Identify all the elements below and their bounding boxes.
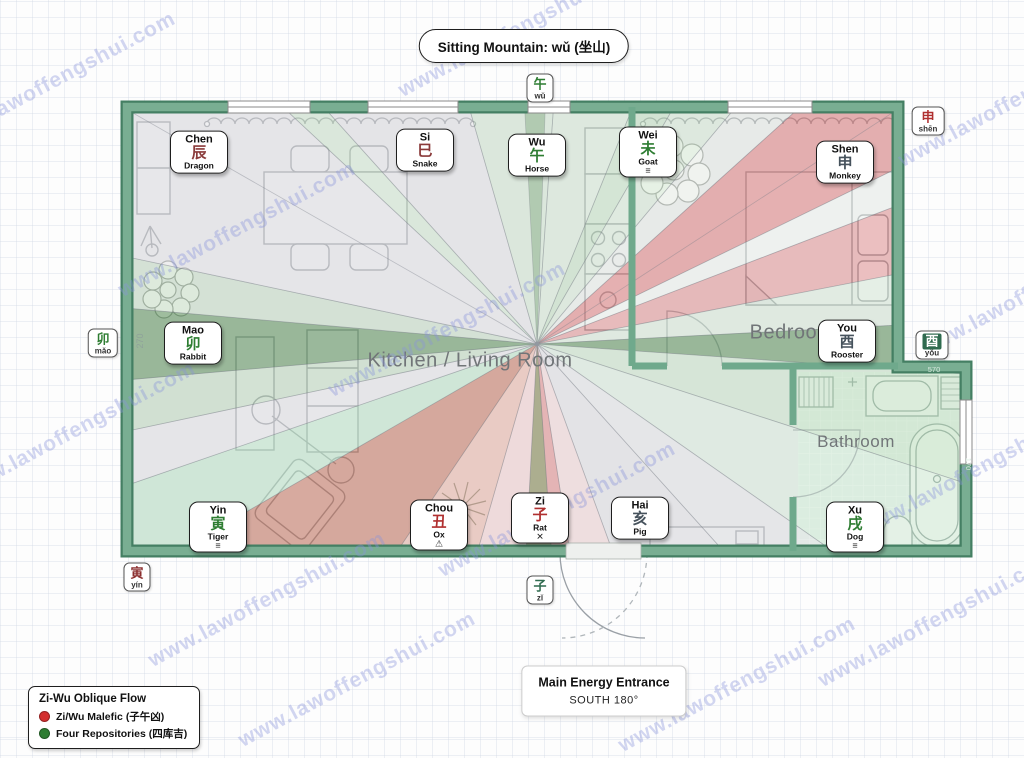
energy-sector xyxy=(536,113,770,345)
dimension-labels: 270 570 170 xyxy=(135,333,973,470)
entrance-door-swing-alt xyxy=(561,552,648,639)
energy-sector xyxy=(536,113,848,345)
energy-sector xyxy=(536,121,960,345)
green-dot-icon xyxy=(39,728,50,739)
red-dot-icon xyxy=(39,711,50,722)
entrance-opening xyxy=(565,542,642,560)
dimension-label: 570 xyxy=(928,365,941,374)
energy-sector xyxy=(133,113,538,345)
sitting-mountain-title: Sitting Mountain: wǔ (坐山) xyxy=(418,29,630,63)
legend: Zi-Wu Oblique Flow Zi/Wu Malefic (子午凶) F… xyxy=(28,686,201,749)
toilet xyxy=(883,515,913,549)
energy-sector xyxy=(133,343,538,545)
center-point xyxy=(534,341,540,347)
energy-sector xyxy=(133,343,538,474)
entrance-direction: SOUTH 180° xyxy=(569,694,639,707)
legend-title: Zi-Wu Oblique Flow xyxy=(39,693,147,705)
energy-sector xyxy=(133,113,538,345)
energy-sector xyxy=(536,343,960,545)
energy-sector xyxy=(133,343,538,545)
floorplan-drawing: 270 570 170 xyxy=(120,100,973,639)
energy-sector xyxy=(133,214,538,345)
energy-sector xyxy=(536,343,960,537)
energy-sector xyxy=(536,113,960,345)
windows xyxy=(227,100,973,465)
plant xyxy=(142,260,200,319)
main-energy-entrance: Main Energy Entrance SOUTH 180° xyxy=(521,665,687,717)
legend-item-label: Four Repositories (四库吉) xyxy=(56,728,188,740)
legend-item-malefic: Zi/Wu Malefic (子午凶) xyxy=(39,709,187,724)
energy-sector xyxy=(536,343,750,545)
dimension-label: 170 xyxy=(964,458,973,471)
entrance-door-swing xyxy=(559,552,646,639)
energy-sector xyxy=(536,343,953,545)
energy-sector xyxy=(365,343,538,545)
energy-sector xyxy=(133,343,538,545)
energy-sector xyxy=(536,225,960,345)
walls xyxy=(120,100,973,558)
energy-sector xyxy=(365,113,581,345)
energy-sector xyxy=(133,289,538,399)
dimension-label: 270 xyxy=(135,333,145,348)
legend-item-label: Zi/Wu Malefic (子午凶) xyxy=(56,711,165,723)
legend-item-repositories: Four Repositories (四库吉) xyxy=(39,726,187,741)
energy-sector xyxy=(536,113,960,345)
energy-sector xyxy=(536,113,937,345)
energy-sector xyxy=(133,113,539,345)
energy-sector xyxy=(536,113,960,345)
energy-sector xyxy=(189,343,538,545)
entrance-title: Main Energy Entrance xyxy=(538,675,670,690)
